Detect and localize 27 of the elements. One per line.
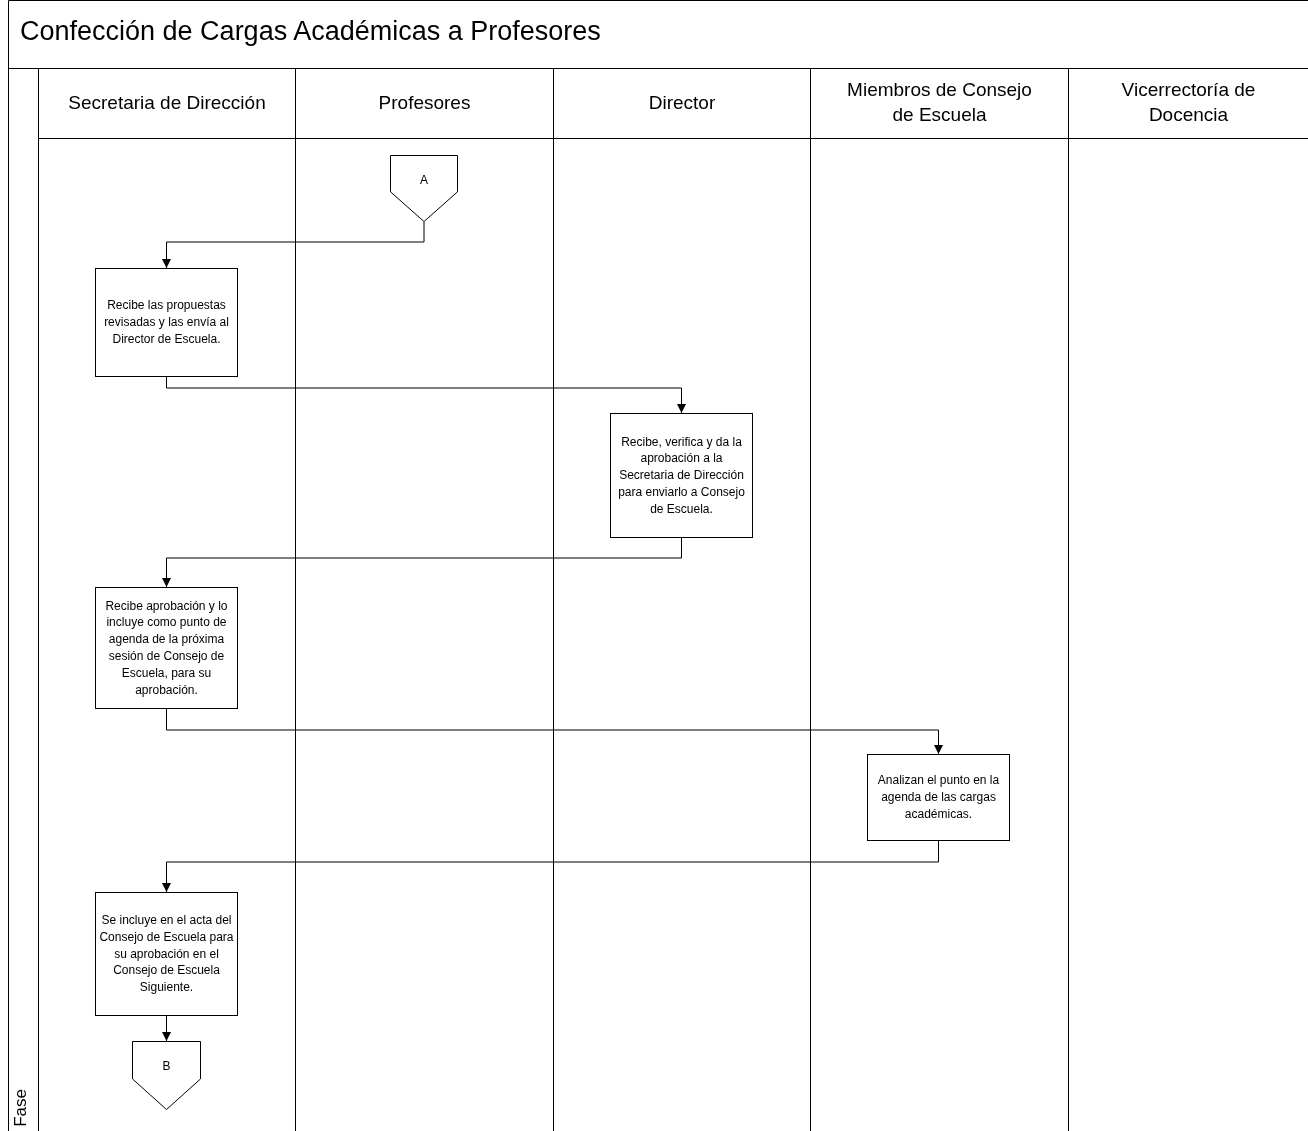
off-page-connector	[132, 1041, 201, 1110]
flow-arrow	[162, 1015, 171, 1042]
flow-arrow	[162, 840, 939, 893]
flow-arrow	[166, 708, 943, 755]
flow-arrow	[162, 221, 425, 269]
process-text: Analizan el punto en la agenda de las cargas académicas.	[876, 772, 1001, 823]
off-page-connector	[390, 155, 458, 222]
lane-title: Secretaria de Dirección	[68, 90, 266, 115]
process-box	[95, 587, 238, 709]
process-text: Se incluye en el acta del Consejo de Escuela para su aprobación en el Consejo de Escuela Siguiente.	[99, 912, 234, 996]
process-box	[867, 754, 1010, 841]
process-text: Recibe, verifica y da la aprobación a la Secretaria de Dirección para enviarlo a Consejo de Escuela.	[617, 433, 746, 518]
lane-title: Vicerrectoría de Docencia	[1120, 78, 1257, 127]
process-box	[610, 413, 753, 538]
lane-title: Director	[648, 90, 716, 115]
flow-arrow	[166, 376, 686, 414]
process-text: Recibe las propuestas revisadas y las envía al Director de Escuela.	[103, 297, 230, 348]
diagram-title: Confección de Cargas Académicas a Profesores	[20, 16, 601, 47]
lane-title: Profesores	[378, 90, 471, 115]
connector-label: A	[420, 173, 428, 187]
process-text: Recibe aprobación y lo incluye como punto de agenda de la próxima sesión de Consejo de Escuela, para su aprobación.	[104, 597, 229, 699]
connector-label: B	[162, 1059, 171, 1073]
process-box	[95, 892, 238, 1016]
lane-title: Miembros de Consejo de Escuela	[846, 78, 1033, 127]
flow-arrow	[162, 537, 682, 588]
phase-label: Fase	[11, 1089, 31, 1127]
process-box	[95, 268, 238, 377]
